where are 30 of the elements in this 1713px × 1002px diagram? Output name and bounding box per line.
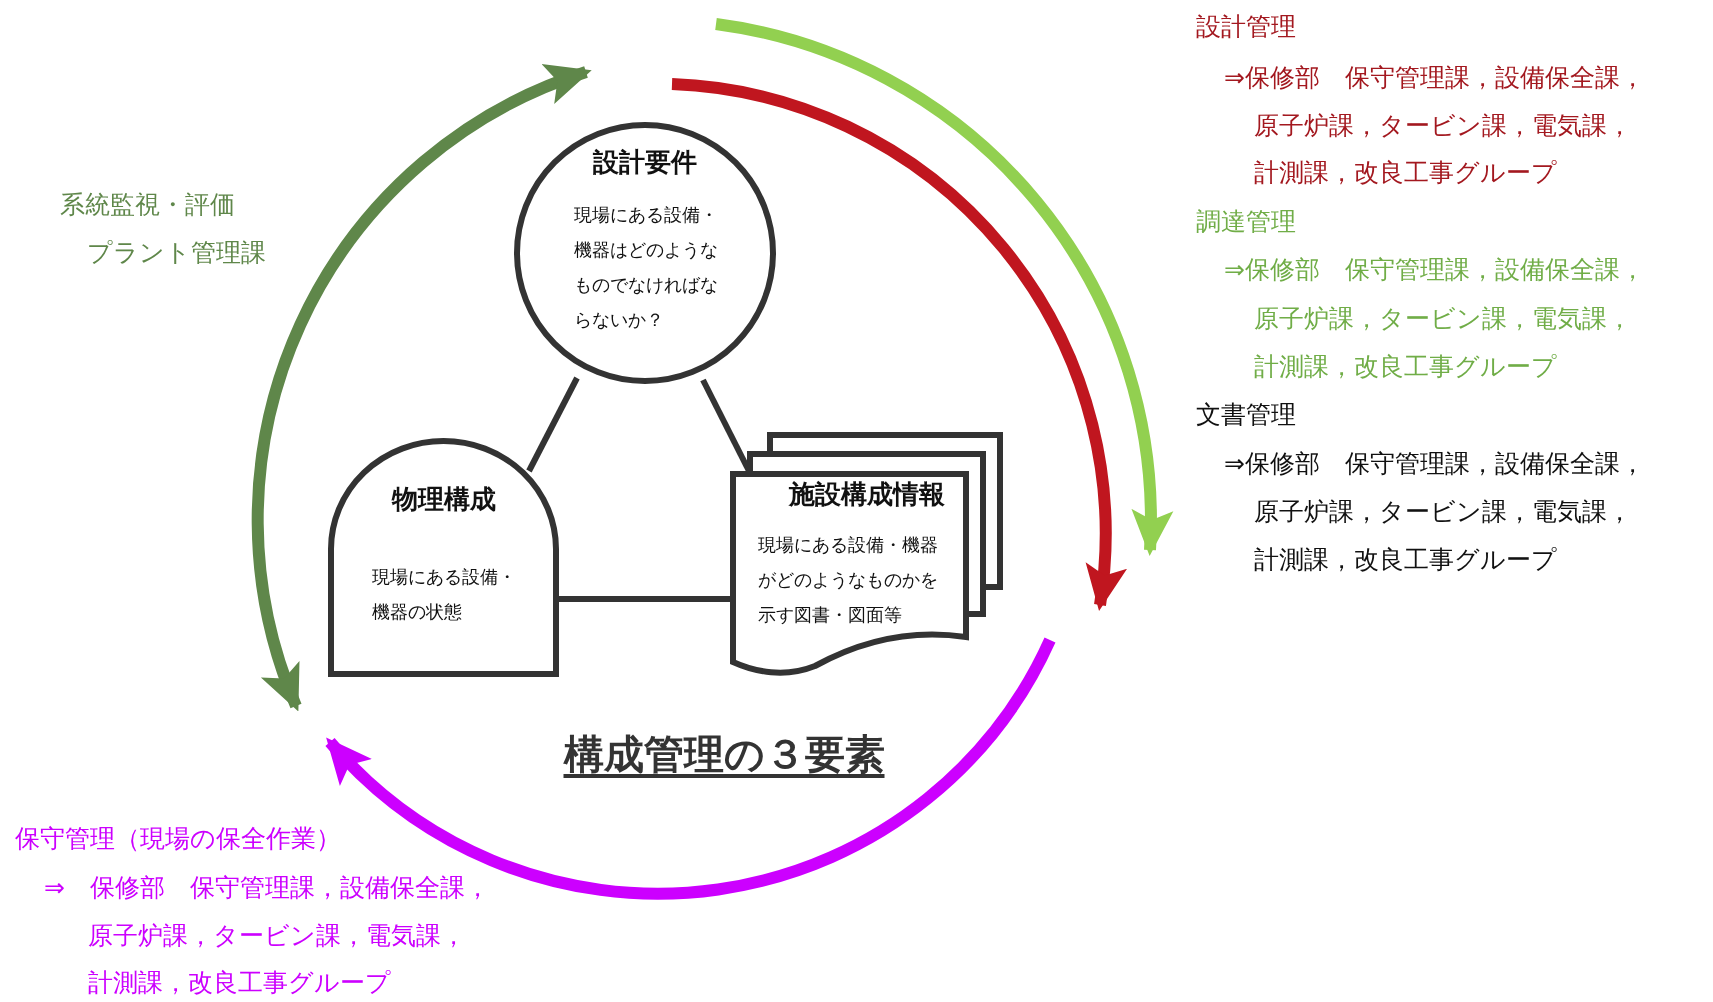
responsibility-text: 系統監視・評価 — [60, 189, 235, 221]
responsibility-text: ⇒ 保修部 保守管理課，設備保全課， — [44, 872, 490, 904]
node-heading: 施設構成情報 — [787, 478, 946, 511]
responsibility-text: プラント管理課 — [87, 237, 266, 269]
responsibility-text: 調達管理 — [1196, 206, 1296, 238]
responsibility-text: 計測課，改良工事グループ — [1254, 351, 1557, 383]
responsibility-text: 原子炉課，タービン課，電気課， — [1254, 303, 1632, 335]
responsibility-text: ⇒保修部 保守管理課，設備保全課， — [1224, 62, 1645, 94]
document-stack — [730, 432, 1003, 677]
curved-arrow — [251, 66, 592, 712]
responsibility-text: 設計管理 — [1196, 11, 1296, 43]
responsibility-text: 文書管理 — [1196, 399, 1296, 431]
responsibility-text: ⇒保修部 保守管理課，設備保全課， — [1224, 448, 1645, 480]
dome-shape — [328, 437, 559, 677]
node-description: 現場にある設備・機器がどのようなものかを示す図書・図面等 — [758, 533, 938, 627]
responsibility-text: 保守管理（現場の保全作業） — [15, 823, 341, 855]
node-heading: 設計要件 — [592, 146, 698, 179]
responsibility-text: 原子炉課，タービン課，電気課， — [1254, 110, 1632, 142]
responsibility-text: 計測課，改良工事グループ — [88, 967, 391, 999]
diagram-title: 構成管理の３要素 — [563, 730, 885, 779]
connector-line — [559, 596, 730, 602]
responsibility-text: 原子炉課，タービン課，電気課， — [88, 920, 466, 952]
node-description: 現場にある設備・機器はどのようなものでなければならないか？ — [574, 203, 718, 332]
responsibility-text: ⇒保修部 保守管理課，設備保全課， — [1224, 254, 1645, 286]
connector-line — [526, 376, 580, 473]
responsibility-text: 計測課，改良工事グループ — [1254, 157, 1557, 189]
responsibility-text: 計測課，改良工事グループ — [1254, 544, 1557, 576]
responsibility-text: 原子炉課，タービン課，電気課， — [1254, 496, 1632, 528]
node-description: 現場にある設備・機器の状態 — [372, 565, 516, 624]
node-heading: 物理構成 — [390, 483, 497, 516]
